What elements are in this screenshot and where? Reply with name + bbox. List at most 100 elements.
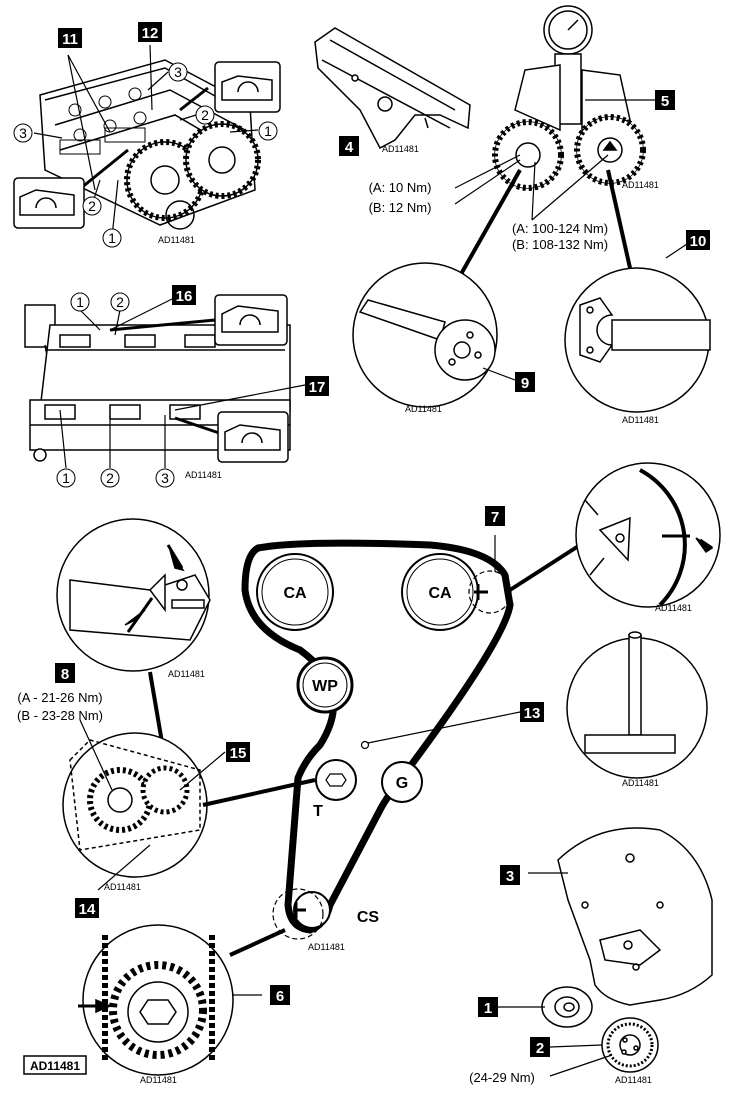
- camshaft-bearing-detail-inset: [13, 61, 281, 229]
- svg-text:2: 2: [106, 470, 114, 486]
- torque-9-b: (B: 12 Nm): [369, 200, 432, 215]
- ref-code: AD11481: [622, 180, 659, 190]
- timing-cover-illustration: [557, 827, 713, 1006]
- ref-code: AD11481: [168, 669, 205, 679]
- camshaft-holding-tool-inset: [352, 262, 498, 408]
- crankshaft-pulley-illustration: [601, 1017, 659, 1073]
- circled-number: 1: [70, 292, 90, 312]
- callout-4: 4: [339, 136, 359, 156]
- svg-text:14: 14: [79, 901, 96, 918]
- callout-13: 13: [520, 702, 544, 722]
- circled-number: 3: [155, 468, 175, 488]
- pulley-label-ca-2: CA: [428, 585, 452, 602]
- svg-text:6: 6: [276, 988, 284, 1005]
- svg-text:8: 8: [61, 666, 69, 683]
- callout-17: 17: [305, 376, 329, 396]
- svg-text:1: 1: [76, 294, 84, 310]
- circled-number: 1: [258, 121, 278, 141]
- callout-7: 7: [485, 506, 505, 526]
- callout-8: 8: [55, 663, 75, 683]
- callout-11: 11: [58, 28, 82, 48]
- cam-cover-illustration: [314, 27, 471, 150]
- callout-6: 6: [270, 985, 290, 1005]
- circled-number: 1: [102, 228, 122, 248]
- pulley-label-wp: WP: [312, 678, 338, 695]
- camshaft-timing-mark-inset: [575, 462, 721, 608]
- ref-code: AD11481: [405, 404, 442, 414]
- svg-text:2: 2: [88, 198, 96, 214]
- crankshaft-pulley: CS: [272, 888, 379, 940]
- callout-5: 5: [655, 90, 675, 110]
- svg-text:15: 15: [230, 745, 247, 762]
- main-reference-box: AD11481: [23, 1055, 87, 1075]
- callout-14: 14: [75, 898, 99, 918]
- circled-number: 3: [168, 62, 188, 82]
- idler-pulley-illustration: [541, 986, 593, 1028]
- callout-16: 16: [172, 285, 196, 305]
- pulley-label-g: G: [396, 775, 408, 792]
- torque-10-a: (A: 100-124 Nm): [512, 221, 608, 236]
- water-pump-pulley: WP: [296, 656, 354, 714]
- svg-text:4: 4: [345, 139, 354, 156]
- circled-number: 2: [100, 468, 120, 488]
- ref-code: AD11481: [140, 1075, 177, 1085]
- callout-2: 2: [530, 1037, 550, 1057]
- torque-labels: (A: 10 Nm) (B: 12 Nm) (A: 100-124 Nm) (B…: [17, 180, 608, 1085]
- tensioner-pulley: T: [313, 759, 357, 820]
- circled-number: 1: [56, 468, 76, 488]
- main-ref-code: AD11481: [30, 1059, 80, 1073]
- crankshaft-sprocket-inset: [78, 924, 234, 1076]
- ref-code: AD11481: [308, 942, 345, 952]
- svg-text:2: 2: [536, 1040, 544, 1057]
- svg-text:9: 9: [521, 375, 529, 392]
- ref-code: AD11481: [622, 415, 659, 425]
- pulley-label-t: T: [313, 803, 323, 820]
- torque-9-a: (A: 10 Nm): [369, 180, 432, 195]
- camshaft-locking-tool-inset: [564, 267, 711, 413]
- svg-text:3: 3: [161, 470, 169, 486]
- callout-12: 12: [138, 22, 162, 42]
- circled-number: 2: [82, 196, 102, 216]
- torque-8-a: (A - 21-26 Nm): [17, 690, 102, 705]
- ref-code: AD11481: [622, 778, 659, 788]
- callout-3: 3: [500, 865, 520, 885]
- camshaft-pulley-exhaust: CA: [401, 553, 512, 631]
- bearing-cap-detail-inset: [214, 294, 289, 463]
- svg-text:3: 3: [506, 868, 514, 885]
- ref-code: AD11481: [615, 1075, 652, 1085]
- callout-1: 1: [478, 997, 498, 1017]
- camshaft-pulley-gauge-illustration: [492, 5, 646, 191]
- circled-number: 2: [195, 105, 215, 125]
- torque-10-b: (B: 108-132 Nm): [512, 237, 608, 252]
- svg-text:3: 3: [174, 64, 182, 80]
- reference-codes: AD11481 AD11481 AD11481 AD11481 AD11481 …: [104, 144, 692, 1085]
- tensioner-setting-mark-inset: [56, 518, 211, 672]
- callout-10: 10: [686, 230, 710, 250]
- timing-hole-marker: [360, 740, 370, 750]
- svg-text:5: 5: [661, 93, 669, 110]
- svg-text:10: 10: [690, 233, 707, 250]
- ref-code: AD11481: [382, 144, 419, 154]
- svg-text:1: 1: [264, 123, 272, 139]
- callout-9: 9: [515, 372, 535, 392]
- circled-number: 2: [110, 292, 130, 312]
- pulley-label-ca-1: CA: [283, 585, 307, 602]
- ref-code: AD11481: [655, 603, 692, 613]
- circled-number-markers: 3 2 1 3 2 1 1 2 1 2 3: [13, 62, 278, 488]
- svg-text:1: 1: [108, 230, 116, 246]
- svg-text:1: 1: [62, 470, 70, 486]
- tensioner-assembly-inset: [62, 732, 208, 878]
- callout-15: 15: [226, 742, 250, 762]
- svg-text:2: 2: [201, 107, 209, 123]
- ref-code: AD11481: [185, 470, 222, 480]
- svg-text:13: 13: [524, 705, 541, 722]
- guide-pulley: G: [381, 761, 423, 803]
- svg-text:16: 16: [176, 288, 193, 305]
- svg-text:3: 3: [19, 125, 27, 141]
- ref-code: AD11481: [158, 235, 195, 245]
- torque-2: (24-29 Nm): [469, 1070, 535, 1085]
- svg-text:12: 12: [142, 25, 159, 42]
- callout-boxes: 11 12 4 5 10 9 16 17 7 8 13 15 14 3 6 1 …: [55, 22, 710, 1057]
- svg-text:7: 7: [491, 509, 499, 526]
